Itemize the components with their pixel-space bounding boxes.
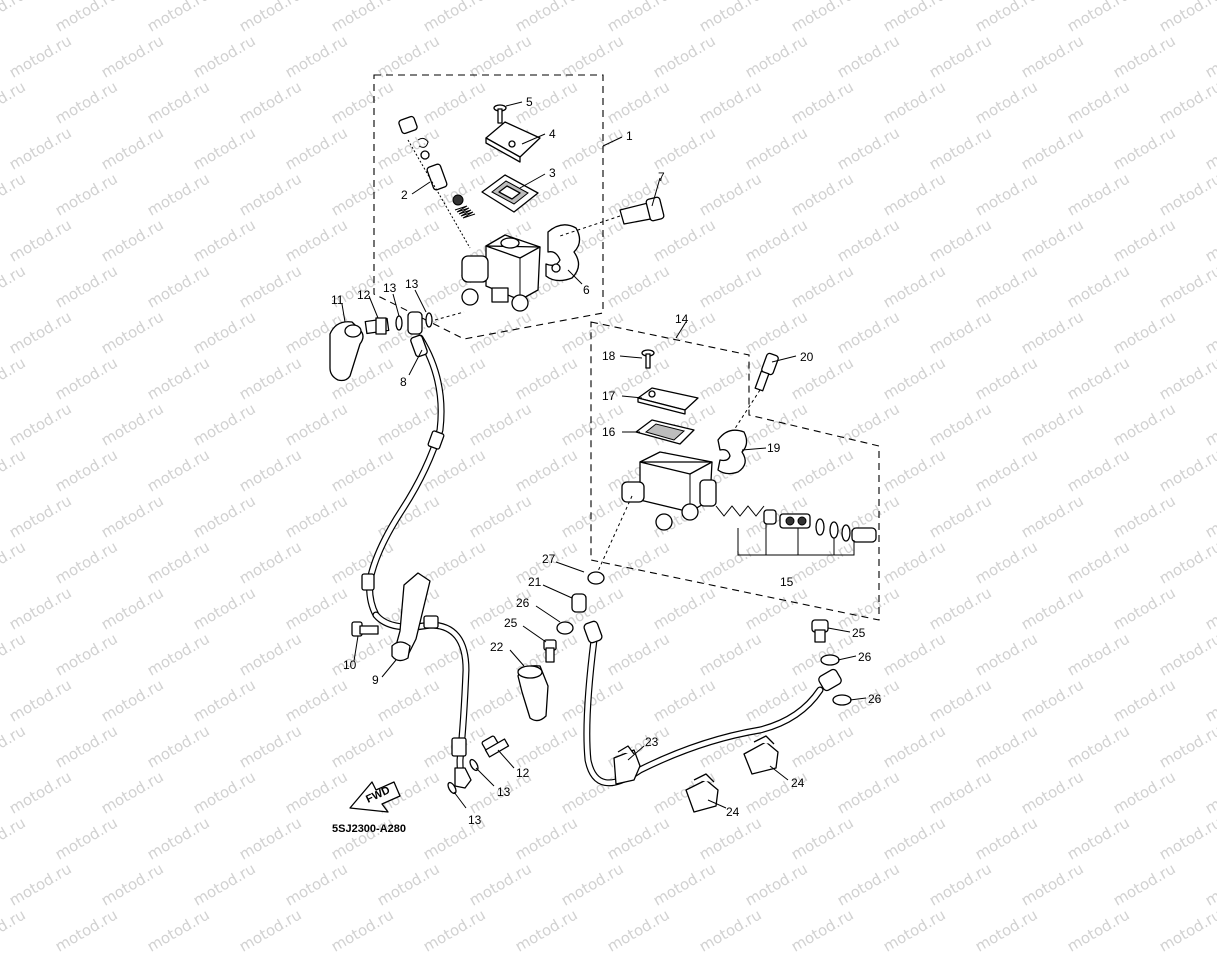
watermark-text: motod.ru bbox=[1156, 905, 1217, 956]
piston-kit-15 bbox=[715, 505, 877, 556]
callout-21: 21 bbox=[528, 575, 542, 589]
callout-14: 14 bbox=[675, 312, 689, 326]
callout-6: 6 bbox=[583, 283, 590, 297]
callout-16: 16 bbox=[602, 425, 616, 439]
callout-24-b: 24 bbox=[791, 776, 805, 790]
bolt-20 bbox=[733, 352, 779, 431]
watermark-text: motod.ru bbox=[880, 905, 949, 956]
callout-5: 5 bbox=[526, 95, 533, 109]
front-master-cylinder-assembly bbox=[398, 104, 665, 312]
assembly-14-outline bbox=[590, 321, 880, 621]
callout-22: 22 bbox=[490, 640, 504, 654]
brake-hose-8 bbox=[361, 334, 445, 619]
callout-13-lower-b: 13 bbox=[468, 813, 482, 827]
callout-13-upper-b: 13 bbox=[405, 277, 419, 291]
bolt-25-right bbox=[811, 619, 829, 643]
watermark-text: motod.ru bbox=[696, 905, 765, 956]
callout-18: 18 bbox=[602, 349, 616, 363]
callout-25-right: 25 bbox=[852, 626, 866, 640]
diaphragm-16 bbox=[635, 419, 695, 445]
hose-guide-9 bbox=[391, 572, 431, 662]
reservoir-cap-4 bbox=[485, 121, 541, 163]
assembly-1-outline bbox=[373, 74, 604, 340]
rear-master-cylinder-assembly bbox=[621, 349, 877, 556]
clamp-24-b bbox=[743, 735, 779, 775]
callout-26-right-b: 26 bbox=[868, 692, 882, 706]
callout-2: 2 bbox=[401, 188, 408, 202]
screw-18 bbox=[641, 349, 655, 369]
callout-13-lower-a: 13 bbox=[497, 785, 511, 799]
bolt-7 bbox=[559, 196, 665, 237]
brake-hose-lower-left bbox=[372, 611, 472, 789]
callout-4: 4 bbox=[549, 127, 556, 141]
bolt-25-left bbox=[543, 639, 557, 663]
watermark-text: motod.ru bbox=[52, 905, 121, 956]
watermark-text: motod.ru bbox=[788, 905, 857, 956]
watermark-text: motod.ru bbox=[0, 905, 29, 956]
watermark-text: motod.ru bbox=[420, 905, 489, 956]
callout-15: 15 bbox=[780, 575, 794, 589]
watermark-text: motod.ru bbox=[604, 905, 673, 956]
callout-13-upper-a: 13 bbox=[383, 281, 397, 295]
watermark-text: motod.ru bbox=[236, 905, 305, 956]
callout-labels: 5 4 3 1 2 7 6 11 12 13 13 8 14 18 17 16 … bbox=[331, 95, 882, 827]
callout-23: 23 bbox=[645, 735, 659, 749]
callout-26-right-a: 26 bbox=[858, 650, 872, 664]
clamp-23 bbox=[613, 745, 641, 785]
callout-10: 10 bbox=[343, 658, 357, 672]
diagram-code: 5SJ2300-A280 bbox=[332, 823, 406, 835]
watermark-text: motod.ru bbox=[328, 905, 397, 956]
bolt-10 bbox=[351, 621, 379, 637]
callout-19: 19 bbox=[767, 441, 781, 455]
callout-27: 27 bbox=[542, 552, 556, 566]
washer-26-right-b bbox=[832, 694, 852, 706]
watermark-text: motod.ru bbox=[972, 905, 1041, 956]
callout-12-lower: 12 bbox=[516, 766, 530, 780]
brake-master-cylinder-exploded-diagram: FWD 5 bbox=[329, 74, 882, 835]
cap-22 bbox=[517, 665, 549, 722]
clamp-24-a bbox=[685, 773, 719, 813]
fwd-arrow-icon: FWD bbox=[349, 781, 401, 813]
callout-1: 1 bbox=[626, 129, 633, 143]
watermark-text: motod.ru bbox=[1064, 905, 1133, 956]
callout-26-left: 26 bbox=[516, 596, 530, 610]
watermark-text: motod.ru bbox=[144, 905, 213, 956]
washer-26-right-a bbox=[820, 654, 840, 666]
callout-3: 3 bbox=[549, 166, 556, 180]
callout-25-left: 25 bbox=[504, 616, 518, 630]
screw-5 bbox=[493, 104, 507, 124]
callout-8: 8 bbox=[400, 375, 407, 389]
callout-7: 7 bbox=[658, 170, 665, 184]
master-cylinder-body bbox=[461, 234, 541, 312]
handlebar-holder-6 bbox=[545, 224, 581, 282]
callout-20: 20 bbox=[800, 350, 814, 364]
callout-11: 11 bbox=[331, 293, 344, 307]
holder-19 bbox=[717, 429, 748, 475]
cylinder-body-14 bbox=[621, 451, 717, 531]
leader-lines bbox=[341, 101, 867, 809]
diaphragm-3 bbox=[481, 174, 539, 213]
callout-9: 9 bbox=[372, 673, 379, 687]
banjo-fittings-upper bbox=[329, 311, 465, 382]
callout-17: 17 bbox=[602, 389, 616, 403]
cap-17 bbox=[637, 387, 699, 415]
brake-hose-right bbox=[571, 495, 842, 787]
callout-24-a: 24 bbox=[726, 805, 740, 819]
washer-26-left bbox=[556, 621, 574, 635]
piston-kit-2 bbox=[398, 115, 476, 249]
callout-12-upper: 12 bbox=[357, 288, 371, 302]
watermark-text: motod.ru bbox=[512, 905, 581, 956]
